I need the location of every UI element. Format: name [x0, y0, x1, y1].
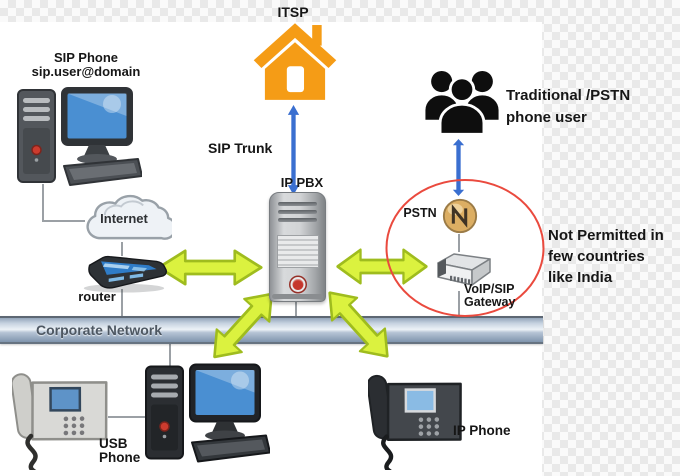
- ip-pbx-server-icon: [269, 192, 326, 302]
- router-icon: [83, 255, 167, 293]
- voip-gateway-label-line2: Gateway: [464, 295, 516, 309]
- connector-line: [295, 301, 297, 317]
- ip-phone-label: IP Phone: [453, 423, 511, 438]
- usb-phone-label-line2: Phone: [99, 450, 141, 465]
- server-panel: [277, 235, 319, 268]
- pstn-users-icon: [425, 70, 499, 136]
- sip-phone-label: SIP Phone: [53, 50, 119, 65]
- connector-line: [458, 291, 460, 317]
- internet-cloud-icon: Internet: [76, 186, 172, 248]
- voip-gateway-icon: [437, 253, 491, 286]
- pstn-label: PSTN: [403, 206, 437, 220]
- lan-arrow-pbx-gateway: [336, 248, 428, 285]
- ip-pbx-label: IP PBX: [280, 175, 324, 190]
- ip-phone-icon: [368, 374, 462, 470]
- annotation-line2: few countries: [548, 248, 645, 265]
- sip-trunk-label: SIP Trunk: [208, 140, 273, 156]
- voip-gateway-label-line1: VoIP/SIP: [464, 282, 515, 296]
- connector-line: [169, 344, 171, 369]
- server-vents: [278, 202, 317, 226]
- connector-line: [121, 242, 123, 256]
- workstation-icon: [145, 363, 270, 463]
- annotation-line1: Not Permitted in: [548, 227, 664, 244]
- connector-line: [121, 289, 123, 318]
- itsp-label: ITSP: [277, 4, 309, 20]
- lan-arrow-pbx-ipphone: [328, 291, 389, 358]
- pstn-network-icon: [442, 198, 478, 234]
- annotation-line3: like India: [548, 269, 613, 286]
- corporate-network-bar: Corporate Network: [0, 316, 543, 344]
- corporate-network-label: Corporate Network: [36, 322, 163, 338]
- traditional-user-label-line2: phone user: [506, 109, 587, 126]
- router-label: router: [78, 289, 116, 304]
- sip-trunk-arrow: [287, 105, 300, 195]
- server-power-button-icon: [290, 277, 305, 292]
- connector-line: [42, 220, 85, 222]
- internet-label: Internet: [100, 211, 148, 226]
- lan-arrow-router-pbx: [157, 249, 263, 286]
- connector-line: [42, 184, 44, 222]
- sip-workstation-icon: [17, 87, 142, 186]
- server-led-icon: [295, 294, 300, 298]
- connector-line: [108, 416, 151, 418]
- not-permitted-ellipse: [385, 179, 545, 317]
- sip-phone-address-label: sip.user@domain: [31, 64, 141, 79]
- connector-line: [458, 234, 460, 252]
- itsp-house-icon: [253, 23, 337, 100]
- pstn-user-arrow: [452, 139, 465, 196]
- traditional-user-label-line1: Traditional /PSTN: [506, 87, 631, 104]
- usb-phone-icon: [12, 373, 108, 470]
- usb-phone-label-line1: USB: [99, 436, 128, 451]
